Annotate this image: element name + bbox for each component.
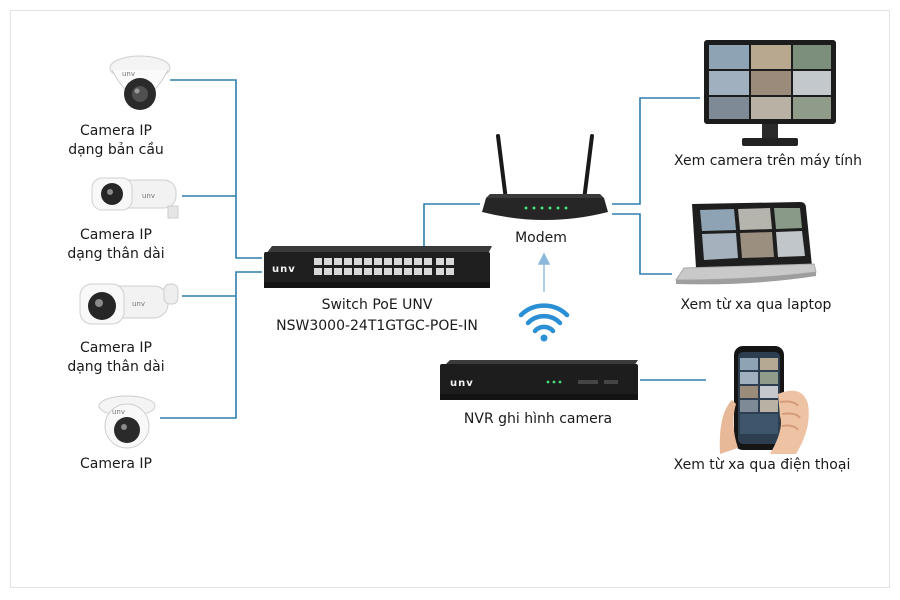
camera-4-line1: Camera IP <box>80 456 152 472</box>
desktop-monitor-icon <box>704 40 836 146</box>
svg-text:unv: unv <box>112 408 125 416</box>
bullet-camera-icon: unv <box>91 177 179 219</box>
router-icon <box>482 134 608 220</box>
turret-camera-icon: unv <box>98 395 156 449</box>
camera-label-4: Camera IP <box>46 455 186 474</box>
dome-camera-icon: unv <box>109 55 171 110</box>
modem-label: Modem <box>515 230 567 246</box>
switch-label: Switch PoE UNV NSW3000-24T1GTGC-POE-IN <box>262 296 492 336</box>
camera-1-line1: Camera IP <box>80 123 152 139</box>
switch-brand-logo: unv <box>272 264 296 275</box>
wire-camera-4 <box>160 271 262 419</box>
client-label-1: Xem camera trên máy tính <box>674 153 862 169</box>
svg-text:unv: unv <box>132 300 145 308</box>
svg-text:unv: unv <box>122 70 135 78</box>
svg-text:unv: unv <box>142 192 155 200</box>
camera-label-3: Camera IP dạng thân dài <box>46 339 186 377</box>
client-label-2: Xem từ xa qua laptop <box>680 297 832 313</box>
diagram-frame <box>10 10 890 588</box>
poe-switch-icon: unv <box>264 246 492 288</box>
switch-ports <box>314 258 454 275</box>
camera-1-line2: dạng bản cầu <box>68 142 164 158</box>
client-label-3: Xem từ xa qua điện thoại <box>673 457 851 473</box>
camera-label-1: Camera IP dạng bản cầu <box>46 122 186 160</box>
wifi-icon <box>518 303 570 334</box>
smartphone-in-hand-icon <box>719 346 809 454</box>
camera-2-line1: Camera IP <box>80 227 152 243</box>
wire-switch-modem <box>423 203 480 246</box>
phone-camera-grid <box>740 358 778 434</box>
nvr-label: NVR ghi hình camera <box>463 411 613 427</box>
switch-model: NSW3000-24T1GTGC-POE-IN <box>276 318 478 334</box>
wifi-arrow <box>537 252 551 292</box>
camera-3-line1: Camera IP <box>80 340 152 356</box>
monitor-camera-grid <box>709 45 831 119</box>
laptop-camera-grid <box>700 208 805 260</box>
wifi-dot <box>540 334 548 342</box>
laptop-icon <box>675 202 817 285</box>
camera-2-line2: dạng thân dài <box>67 246 165 262</box>
nvr-recorder-icon: unv <box>440 360 638 400</box>
wire-modem-laptop <box>612 213 672 275</box>
wire-camera-1 <box>170 79 262 259</box>
switch-name: Switch PoE UNV <box>321 297 433 313</box>
camera-3-line2: dạng thân dài <box>67 359 165 375</box>
nvr-brand-logo: unv <box>450 378 474 389</box>
wire-modem-pc <box>612 97 700 205</box>
bullet-camera-icon: unv <box>79 283 179 325</box>
camera-label-2: Camera IP dạng thân dài <box>46 226 186 264</box>
